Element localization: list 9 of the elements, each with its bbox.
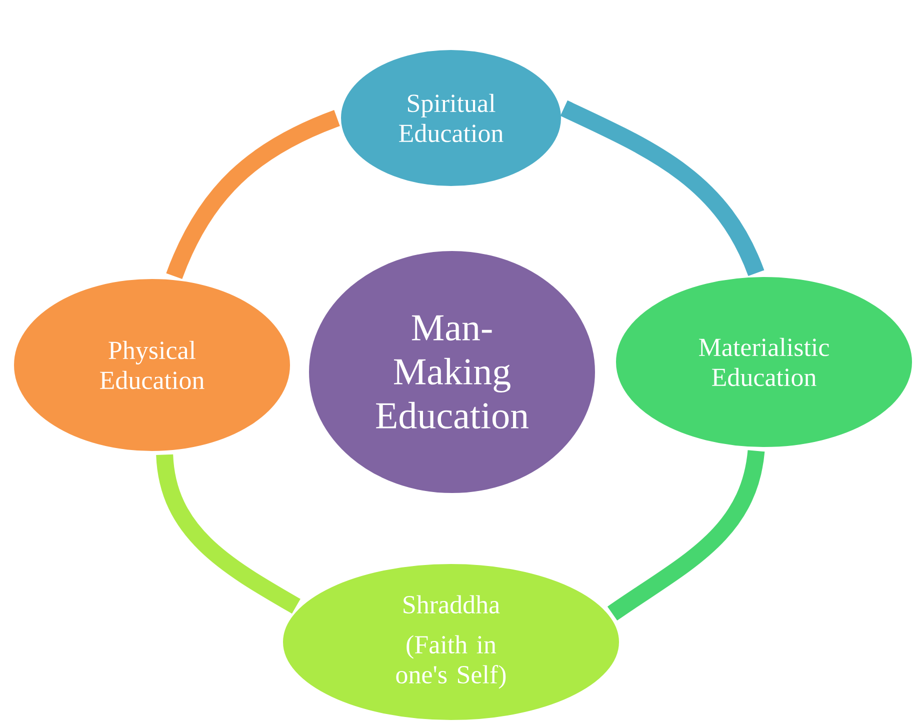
ellipse-node: Physical Education — [10, 275, 294, 455]
ellipse-node: Shraddha (Faith in one's Self) — [279, 560, 623, 724]
ellipse-node: Man- Making Education — [305, 247, 599, 497]
ellipse-node: Materialistic Education — [612, 273, 916, 451]
ring-arc — [608, 450, 765, 621]
ring-arc — [560, 100, 764, 276]
ring-arc — [156, 454, 300, 614]
ring-arc — [166, 110, 340, 280]
ellipse-node: Spiritual Education — [337, 46, 565, 190]
